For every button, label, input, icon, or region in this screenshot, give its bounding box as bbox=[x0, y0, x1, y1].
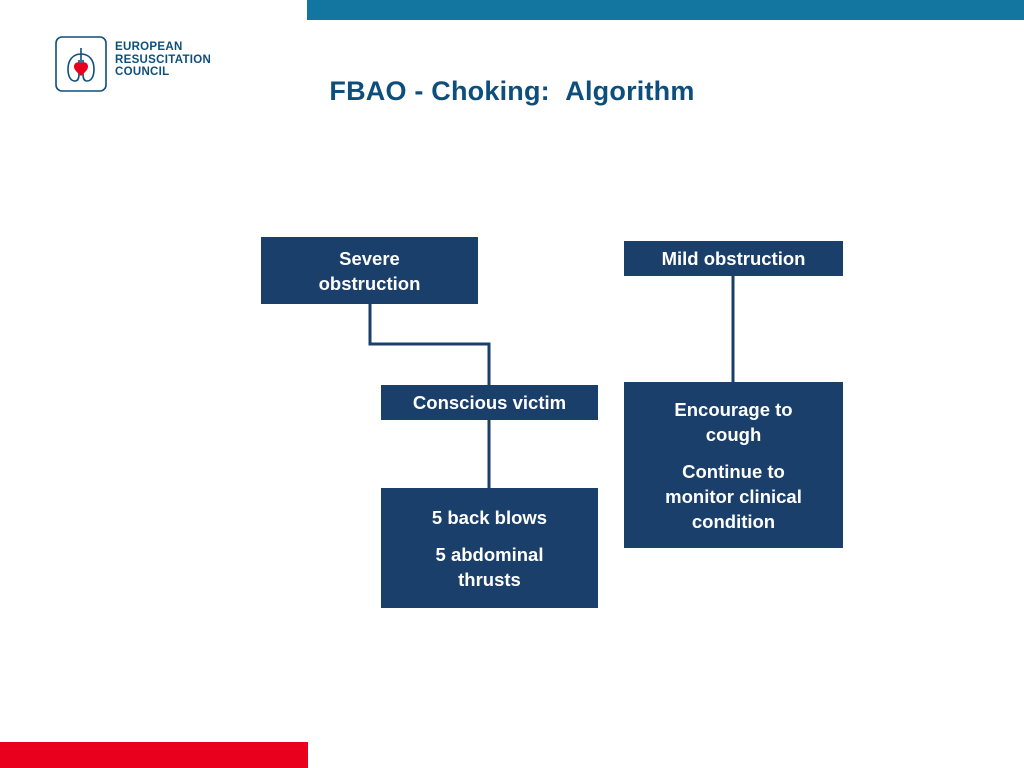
node-mild-obstruction-line-1: Mild obstruction bbox=[661, 248, 806, 269]
node-severe-obstruction: Severe obstruction bbox=[261, 237, 478, 304]
page-title-sub: Algorithm bbox=[565, 76, 695, 106]
node-conscious-victim: Conscious victim bbox=[381, 385, 598, 420]
bottom-accent-bar bbox=[0, 742, 308, 768]
top-accent-bar bbox=[307, 0, 1024, 20]
edge-severe-to-conscious bbox=[368, 304, 491, 385]
node-encourage-line-2: cough bbox=[705, 423, 762, 445]
node-severe-obstruction-line-2: obstruction bbox=[318, 272, 421, 294]
node-encourage-spacer bbox=[665, 447, 802, 459]
node-mild-obstruction: Mild obstruction bbox=[624, 241, 843, 276]
erc-logo-line-2: RESUSCITATION bbox=[115, 53, 212, 66]
node-encourage-line-3: Continue to bbox=[682, 460, 785, 482]
node-severe-obstruction-line-1: Severe bbox=[339, 247, 400, 269]
erc-logo-line-3: COUNCIL bbox=[115, 66, 170, 79]
node-back-blows-line-1: 5 back blows bbox=[431, 506, 548, 528]
erc-logo-wordmark: EUROPEAN RESUSCITATION COUNCIL bbox=[115, 41, 211, 79]
node-back-blows-line-2: 5 abdominal bbox=[435, 543, 544, 565]
node-back-blows-abdominal-thrusts: 5 back blows 5 abdominal thrusts bbox=[381, 488, 598, 608]
erc-logo-line-1: EUROPEAN bbox=[115, 41, 183, 53]
node-conscious-victim-line-1: Conscious victim bbox=[412, 392, 567, 413]
node-back-blows-spacer bbox=[432, 530, 547, 542]
node-encourage-line-1: Encourage to bbox=[674, 398, 793, 420]
node-encourage-cough-monitor: Encourage to cough Continue to monitor c… bbox=[624, 382, 843, 548]
node-encourage-line-4: monitor clinical bbox=[665, 485, 802, 507]
page-title-main: FBAO - Choking: bbox=[329, 76, 550, 106]
node-encourage-line-5: condition bbox=[691, 510, 776, 532]
erc-lungs-heart-logo-icon bbox=[55, 36, 107, 92]
node-back-blows-line-3: thrusts bbox=[458, 568, 521, 590]
erc-logo: EUROPEAN RESUSCITATION COUNCIL bbox=[55, 36, 305, 96]
page-title: FBAO - Choking: Algorithm bbox=[0, 76, 1024, 107]
